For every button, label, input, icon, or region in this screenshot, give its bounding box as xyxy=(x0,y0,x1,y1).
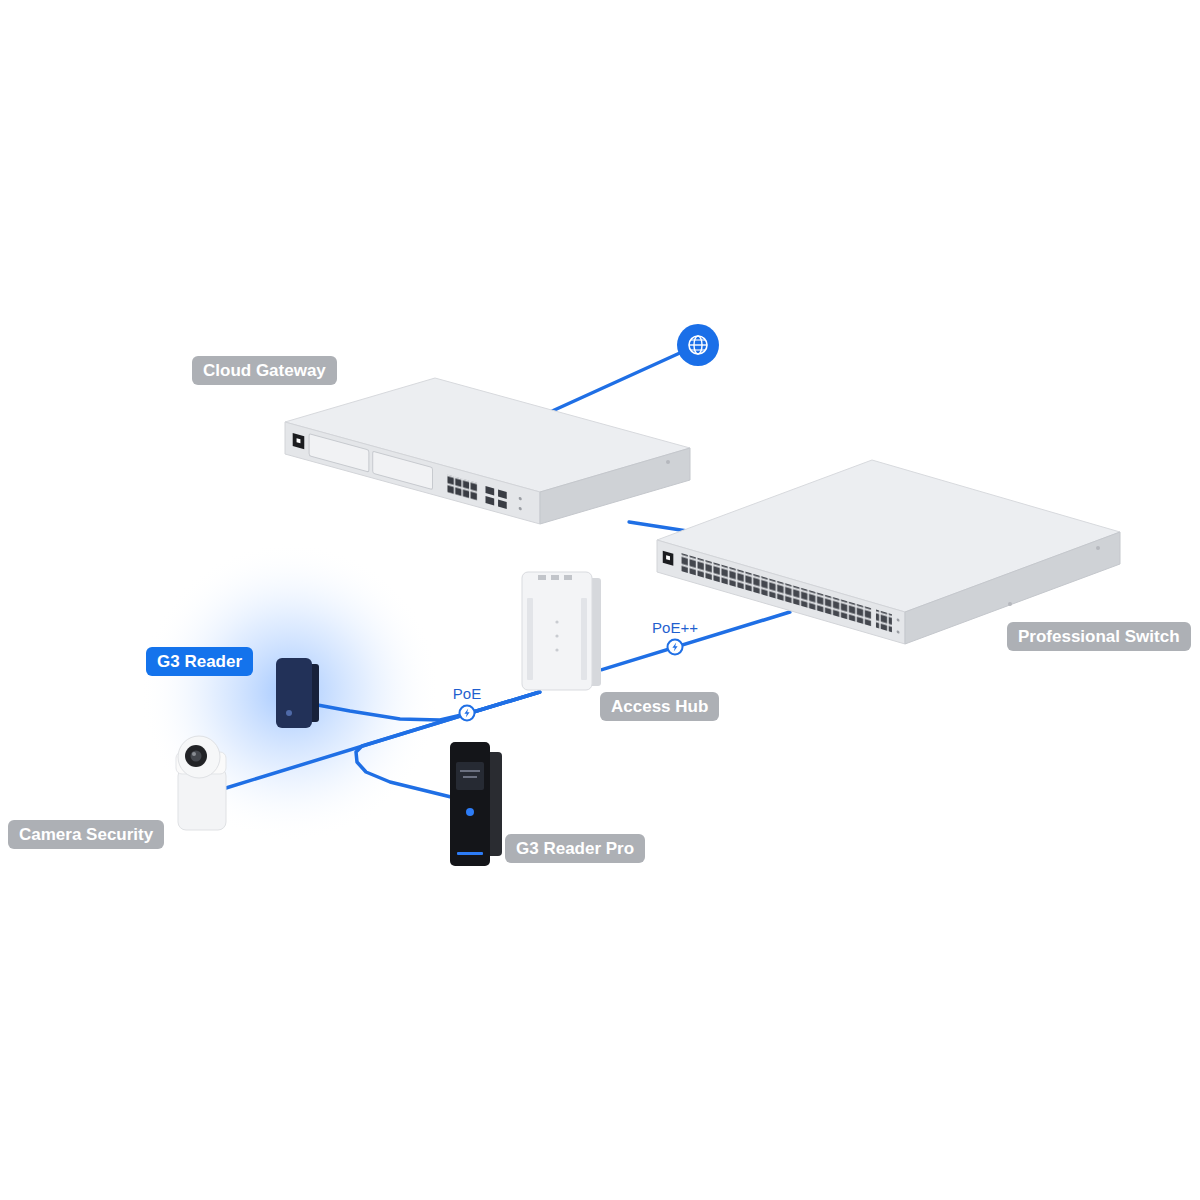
device-label: Access Hub xyxy=(611,697,708,716)
access-hub-illustration xyxy=(555,648,558,651)
device-label: G3 Reader xyxy=(157,652,242,671)
gateway-illustration xyxy=(285,378,690,524)
gateway-illustration xyxy=(309,434,369,472)
switch-illustration xyxy=(680,553,871,627)
access-hub-illustration xyxy=(538,575,546,580)
access-hub-illustration xyxy=(555,620,558,623)
switch-illustration xyxy=(1096,546,1100,550)
reader-pro-illustration xyxy=(450,742,502,866)
gateway-illustration xyxy=(486,496,495,505)
reader-illustration xyxy=(276,658,319,728)
gateway-illustration xyxy=(498,500,507,509)
device-label: Professional Switch xyxy=(1018,627,1180,646)
gateway-illustration xyxy=(486,486,495,495)
label-pill: Cloud Gateway xyxy=(192,356,337,385)
gateway-illustration xyxy=(293,433,305,449)
access-hub-illustration xyxy=(522,572,601,690)
camera-illustration xyxy=(185,745,207,767)
power-label: PoE++ xyxy=(650,619,700,636)
poe-cable xyxy=(356,692,540,797)
gateway-illustration xyxy=(285,422,540,524)
gateway-illustration xyxy=(666,460,670,464)
reader-pro-illustration xyxy=(457,852,483,855)
switch-illustration xyxy=(897,618,900,622)
reader-pro-illustration xyxy=(456,762,484,790)
switch-illustration xyxy=(666,555,670,560)
internet-link xyxy=(550,352,682,412)
internet-globe-icon xyxy=(689,336,707,354)
internet-globe-icon xyxy=(677,324,719,366)
label-pill: Access Hub xyxy=(600,692,719,721)
poe-bolt-icon xyxy=(668,640,683,655)
poe-cable xyxy=(319,692,540,720)
poe-bolt-icon xyxy=(460,706,475,721)
gateway-illustration xyxy=(297,438,301,443)
reader-pro-illustration xyxy=(450,742,490,866)
poe-bolt-icon xyxy=(672,643,677,652)
poe-cable xyxy=(602,612,790,670)
internet-link xyxy=(550,352,682,412)
device-label: G3 Reader Pro xyxy=(516,839,634,858)
camera-illustration xyxy=(178,736,220,778)
access-hub-illustration xyxy=(555,634,558,637)
device-label: Camera Security xyxy=(19,825,153,844)
internet-globe-icon xyxy=(691,349,705,350)
device-node: G3 Reader Pro xyxy=(450,740,502,866)
power-label: PoE xyxy=(453,685,481,702)
switch-illustration xyxy=(876,610,892,633)
reader-pro-illustration xyxy=(460,770,480,772)
poe-bolt-icon xyxy=(668,640,683,655)
poe-bolt-icon xyxy=(460,706,475,721)
device-node: G3 Reader xyxy=(273,655,319,729)
access-hub-illustration xyxy=(564,575,572,580)
internet-globe-icon xyxy=(691,339,705,340)
highlighted-label-pill: G3 Reader xyxy=(146,647,253,676)
highlight-glow xyxy=(140,542,440,842)
reader-illustration xyxy=(286,710,292,716)
device-node: Camera Security xyxy=(172,733,226,833)
internet-globe-icon xyxy=(677,324,719,366)
camera-illustration xyxy=(176,736,226,830)
access-hub-illustration xyxy=(522,572,592,690)
gateway-illustration xyxy=(519,497,522,501)
access-hub-illustration xyxy=(551,575,559,580)
poe-bolt-icon xyxy=(464,709,469,718)
reader-pro-illustration xyxy=(466,808,474,816)
label-pill: G3 Reader Pro xyxy=(505,834,645,863)
power-label: PoE xyxy=(451,685,483,702)
access-hub-illustration xyxy=(527,598,533,680)
camera-illustration xyxy=(191,751,202,762)
switch-illustration xyxy=(657,460,1120,644)
internet-globe-icon xyxy=(689,344,707,345)
device-label: Cloud Gateway xyxy=(203,361,326,380)
device-node: Professional Switch xyxy=(700,470,1120,612)
gateway-illustration xyxy=(519,507,522,511)
switch-illustration xyxy=(897,630,900,634)
gateway-illustration xyxy=(540,448,690,524)
switch-illustration xyxy=(1008,602,1012,606)
access-hub-illustration xyxy=(581,598,587,680)
gateway-illustration xyxy=(498,490,507,499)
reader-pro-illustration xyxy=(463,776,477,778)
label-pill: Camera Security xyxy=(8,820,164,849)
gateway-illustration xyxy=(447,475,478,501)
power-label: PoE++ xyxy=(652,619,698,636)
switch-illustration xyxy=(663,551,674,566)
gateway-illustration xyxy=(293,429,522,514)
label-pill: Professional Switch xyxy=(1007,622,1191,651)
device-node: Cloud Gateway xyxy=(285,368,655,522)
device-node: Access Hub xyxy=(520,568,602,692)
gateway-illustration xyxy=(373,451,433,489)
camera-illustration xyxy=(192,752,196,756)
reader-illustration xyxy=(276,658,312,728)
